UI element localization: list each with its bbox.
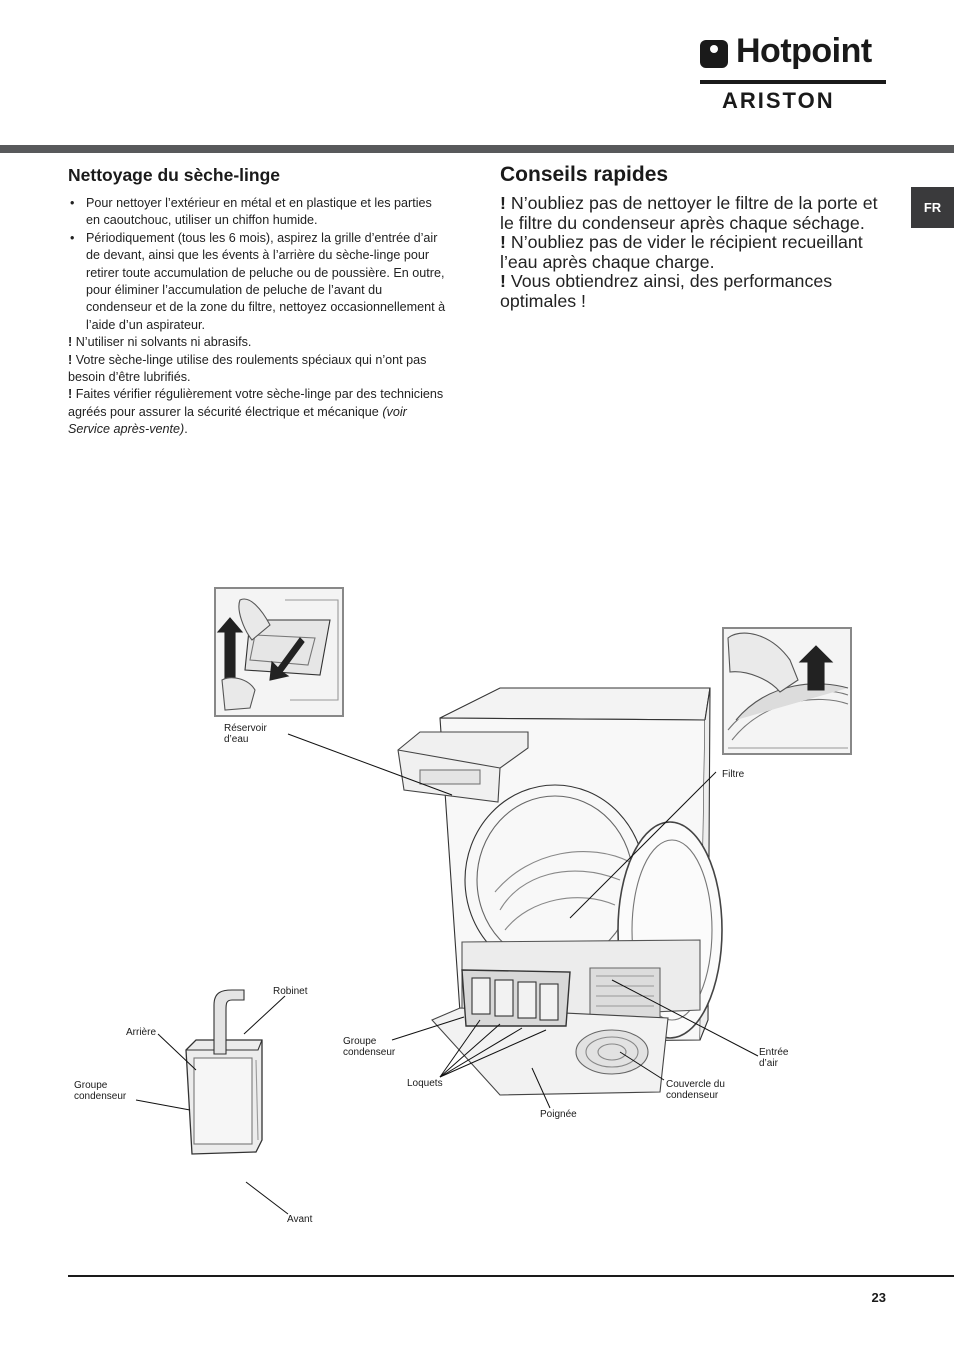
logo-mark-icon [700, 40, 728, 68]
tips-title: Conseils rapides [500, 163, 669, 186]
cleaning-section: Nettoyage du sèche-linge Pour nettoyer l… [68, 164, 446, 439]
label-groupe-condenseur-left: Groupe condenseur [74, 1080, 127, 1102]
page-number: 23 [871, 1290, 886, 1305]
language-tab: FR [911, 187, 954, 228]
warning-note: ! Votre sèche-linge utilise des roulemen… [68, 352, 446, 387]
tip-mark: ! [500, 271, 506, 291]
label-couvercle: Couvercle du condenseur [666, 1079, 725, 1101]
tip-mark: ! [500, 193, 506, 213]
label-avant: Avant [287, 1214, 313, 1225]
brand-name: Hotpoint [736, 32, 872, 70]
logo-rule [700, 80, 886, 84]
tip-text: N’oubliez pas de nettoyer le filtre de l… [500, 193, 878, 233]
dryer-body [397, 687, 723, 1096]
brand-logo: Hotpoint ARISTON [700, 32, 890, 116]
tips-section: Conseils rapides ! N’oubliez pas de nett… [500, 162, 890, 311]
filter-inset [722, 627, 852, 755]
label-filtre: Filtre [722, 769, 745, 780]
header-bar [0, 145, 954, 153]
tip-mark: ! [500, 232, 506, 252]
label-arriere: Arrière [126, 1027, 157, 1038]
warning-text: Votre sèche-linge utilise des roulements… [68, 352, 427, 385]
warning-mark: ! [68, 352, 73, 367]
callout-lines [135, 733, 759, 1215]
service-reference: (voir Service après-vente) [68, 404, 407, 437]
list-item: Périodiquement (tous les 6 mois), aspire… [68, 230, 446, 334]
label-poignee: Poignée [540, 1109, 577, 1120]
dryer-illustration: Réservoir d’eau Filtre Robinet Arrière G… [0, 580, 954, 1240]
tip-note: ! Vous obtiendrez ainsi, des performance… [500, 271, 890, 311]
warning-text: Faites vérifier régulièrement votre sèch… [68, 387, 444, 419]
label-entree-air: Entrée d’air [759, 1047, 789, 1069]
tip-text: N’oubliez pas de vider le récipient recu… [500, 232, 863, 272]
label-reservoir: Réservoir d’eau [224, 723, 267, 745]
warning-mark: ! [68, 335, 73, 350]
tip-note: ! N’oubliez pas de nettoyer le filtre de… [500, 193, 890, 233]
warning-tail: . [184, 422, 188, 437]
water-tank-inset [214, 587, 344, 717]
cleaning-title: Nettoyage du sèche-linge [68, 165, 280, 185]
footer-rule [68, 1275, 954, 1277]
cleaning-list: Pour nettoyer l’extérieur en métal et en… [68, 195, 446, 334]
condenser-unit [185, 989, 263, 1155]
warning-mark: ! [68, 387, 73, 402]
list-item: Pour nettoyer l’extérieur en métal et en… [68, 195, 446, 230]
label-groupe-condenseur-mid: Groupe condenseur [343, 1036, 396, 1058]
dryer-drawing [135, 587, 852, 1215]
warning-text: N’utiliser ni solvants ni abrasifs. [75, 335, 252, 350]
label-robinet: Robinet [273, 986, 308, 997]
tip-text: Vous obtiendrez ainsi, des performances … [500, 271, 833, 311]
tip-note: ! N’oubliez pas de vider le récipient re… [500, 232, 890, 272]
brand-sub: ARISTON [722, 88, 835, 113]
warning-note: ! N’utiliser ni solvants ni abrasifs. [68, 334, 446, 351]
label-loquets: Loquets [407, 1078, 443, 1089]
warning-note: ! Faites vérifier régulièrement votre sè… [68, 386, 446, 438]
